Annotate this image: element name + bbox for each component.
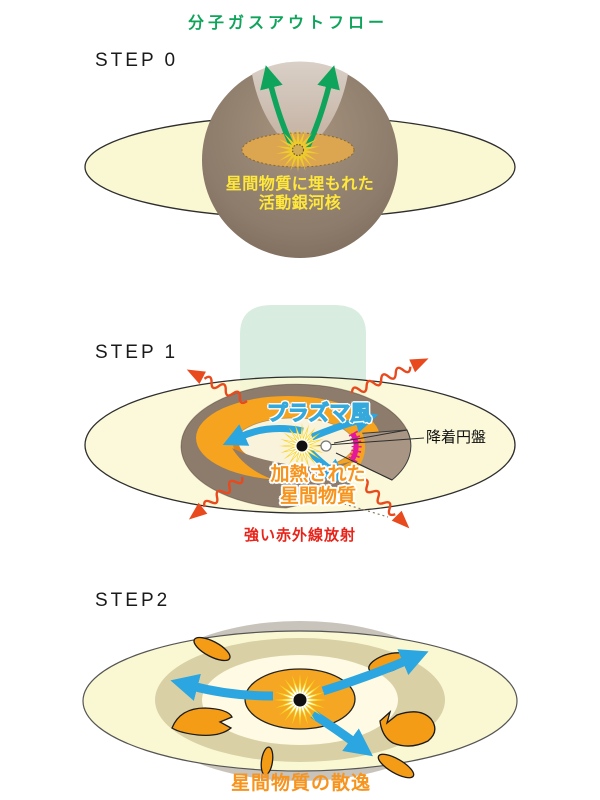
step0-group bbox=[84, 61, 516, 258]
black-hole-dot bbox=[296, 440, 308, 452]
buried-agn-label: 星間物質に埋もれた 活動銀河核 bbox=[226, 176, 375, 214]
wedge-lower-edge bbox=[335, 452, 393, 481]
dispersal-arrow-icon bbox=[321, 649, 429, 696]
infrared-wave-arrow-icon bbox=[186, 369, 248, 405]
infrared-wave-arrow-icon bbox=[349, 467, 410, 529]
ejected-gas-blob bbox=[260, 746, 274, 776]
accretion-disk-dot bbox=[320, 440, 332, 452]
step1-label: STEP 1 bbox=[95, 342, 179, 363]
wedge-upper-edge bbox=[333, 429, 408, 444]
buried-agn-label-line1: 星間物質に埋もれた bbox=[225, 176, 375, 193]
magenta-fringe-arc bbox=[349, 432, 359, 462]
buried-agn-label-line2: 活動銀河核 bbox=[258, 194, 342, 212]
step0-label: STEP 0 bbox=[95, 50, 179, 71]
step2-label: STEP2 bbox=[95, 590, 171, 611]
heated-ism-label-line2: 星間物質 bbox=[279, 486, 357, 508]
ejected-gas-blob bbox=[171, 707, 233, 736]
black-hole-dot bbox=[293, 693, 307, 707]
ism-dissipation-label: 星間物質の散逸 bbox=[230, 773, 372, 794]
ejected-gas-blob bbox=[377, 753, 415, 779]
step1-group bbox=[84, 305, 516, 529]
heated-ism-label: 加熱された 星間物質 bbox=[270, 464, 365, 509]
ejected-gas-blob bbox=[379, 710, 436, 747]
infrared-radiation-label: 強い赤外線放射 bbox=[243, 527, 357, 544]
step2-group bbox=[82, 621, 518, 781]
ejected-gas-blob bbox=[193, 636, 231, 662]
dispersal-arrow-icon bbox=[170, 673, 274, 701]
accretion-disk-label: 降着円盤 bbox=[426, 429, 487, 446]
heated-ism-label-line1: 加熱された bbox=[270, 464, 366, 485]
agn-core-dot bbox=[291, 143, 305, 157]
plasma-wind-label: プラズマ風 bbox=[266, 401, 372, 425]
molecular-outflow-label: 分子ガスアウトフロー bbox=[187, 15, 389, 32]
dispersal-arrow-icon bbox=[310, 710, 373, 757]
infrared-wave-arrow-icon bbox=[350, 358, 429, 394]
hidden-edge-dotted-line bbox=[295, 489, 389, 518]
infrared-wave-arrow-icon bbox=[188, 476, 244, 520]
